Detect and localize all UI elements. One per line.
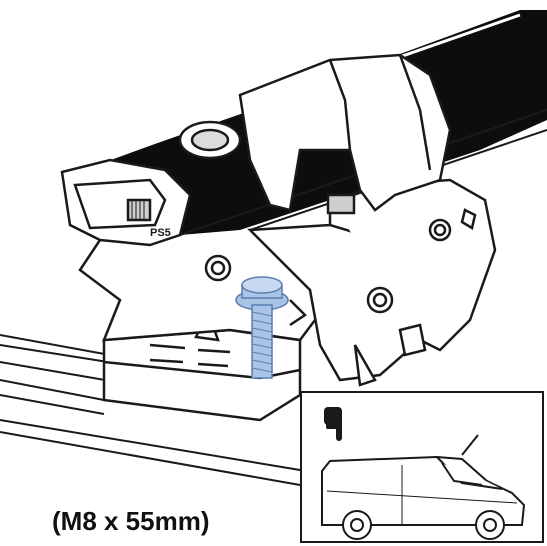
roof-rail (0, 334, 301, 486)
foot-stamp: PS5 (150, 227, 171, 239)
vehicle-inset (300, 391, 544, 543)
inset-drawing (321, 407, 526, 540)
pointing-hand-icon (324, 407, 342, 441)
bolt-size-label: (M8 x 55mm) (52, 506, 210, 536)
van-icon (321, 434, 526, 540)
bar-clamp-collar (178, 53, 452, 215)
bar-end-cap (60, 158, 192, 247)
mounting-bolt (235, 276, 289, 379)
